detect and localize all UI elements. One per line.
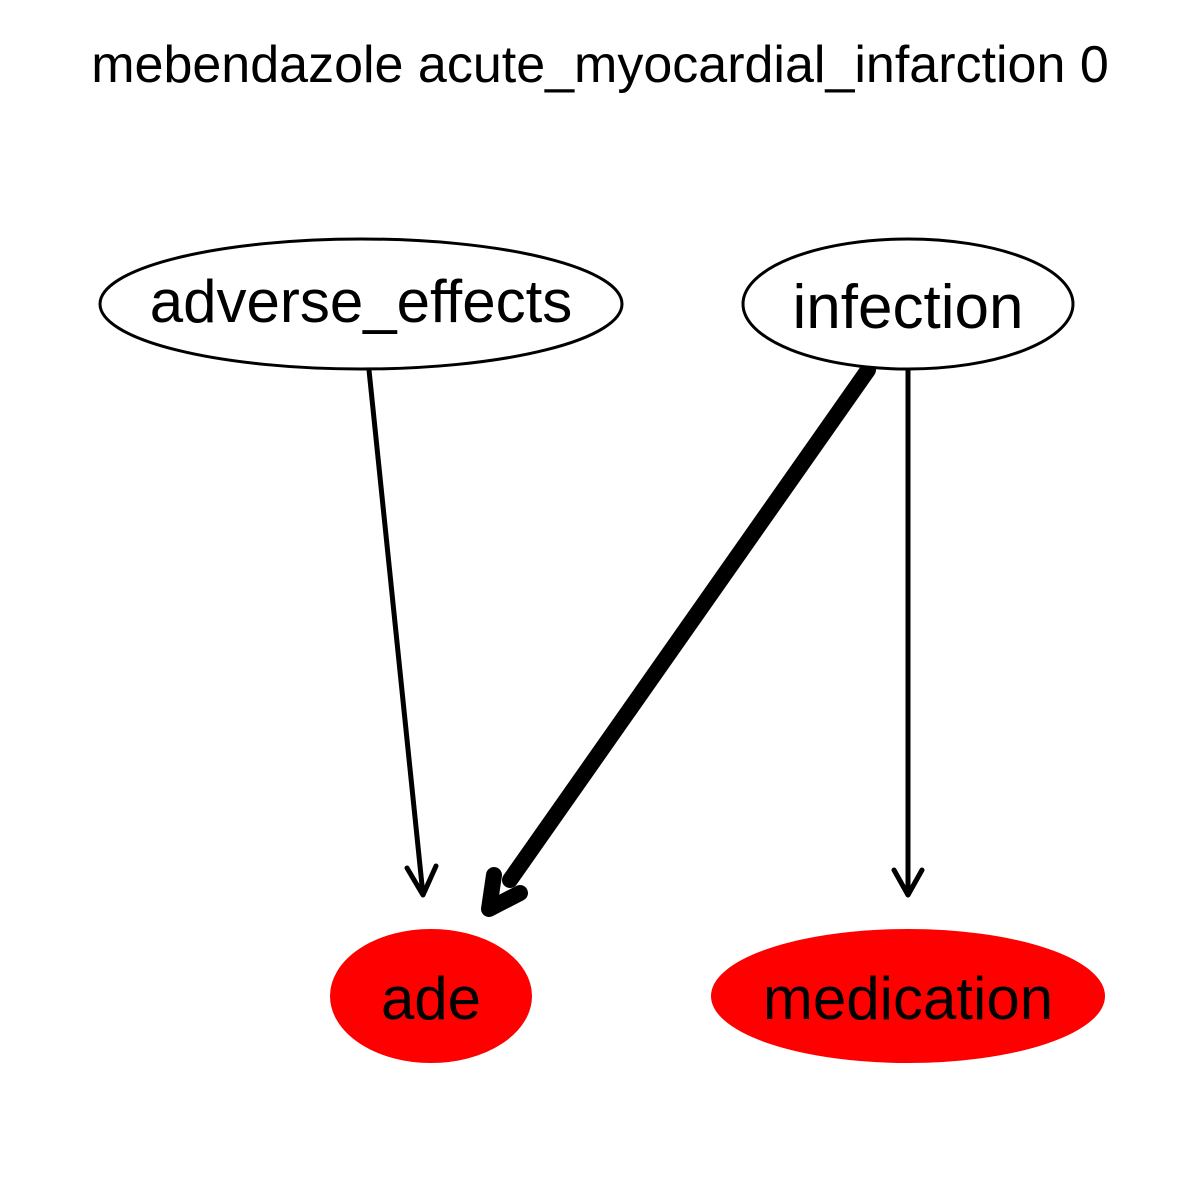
diagram-title: mebendazole acute_myocardial_infarction … bbox=[91, 36, 1109, 94]
node-label-adverse-effects: adverse_effects bbox=[150, 268, 573, 335]
arrowhead-icon bbox=[891, 867, 925, 898]
arrowhead-icon bbox=[481, 867, 528, 917]
node-label-medication: medication bbox=[763, 965, 1053, 1032]
edge-adverse-effects-to-ade bbox=[366, 369, 439, 898]
edge-infection-to-ade bbox=[481, 362, 876, 917]
arrowhead-icon bbox=[404, 863, 439, 898]
node-ade: ade bbox=[330, 929, 532, 1063]
node-infection: infection bbox=[741, 237, 1075, 371]
node-adverse-effects: adverse_effects bbox=[98, 237, 624, 371]
edge-infection-to-medication bbox=[891, 370, 925, 898]
node-medication: medication bbox=[711, 929, 1105, 1063]
node-label-infection: infection bbox=[793, 273, 1024, 342]
node-label-ade: ade bbox=[381, 965, 481, 1032]
